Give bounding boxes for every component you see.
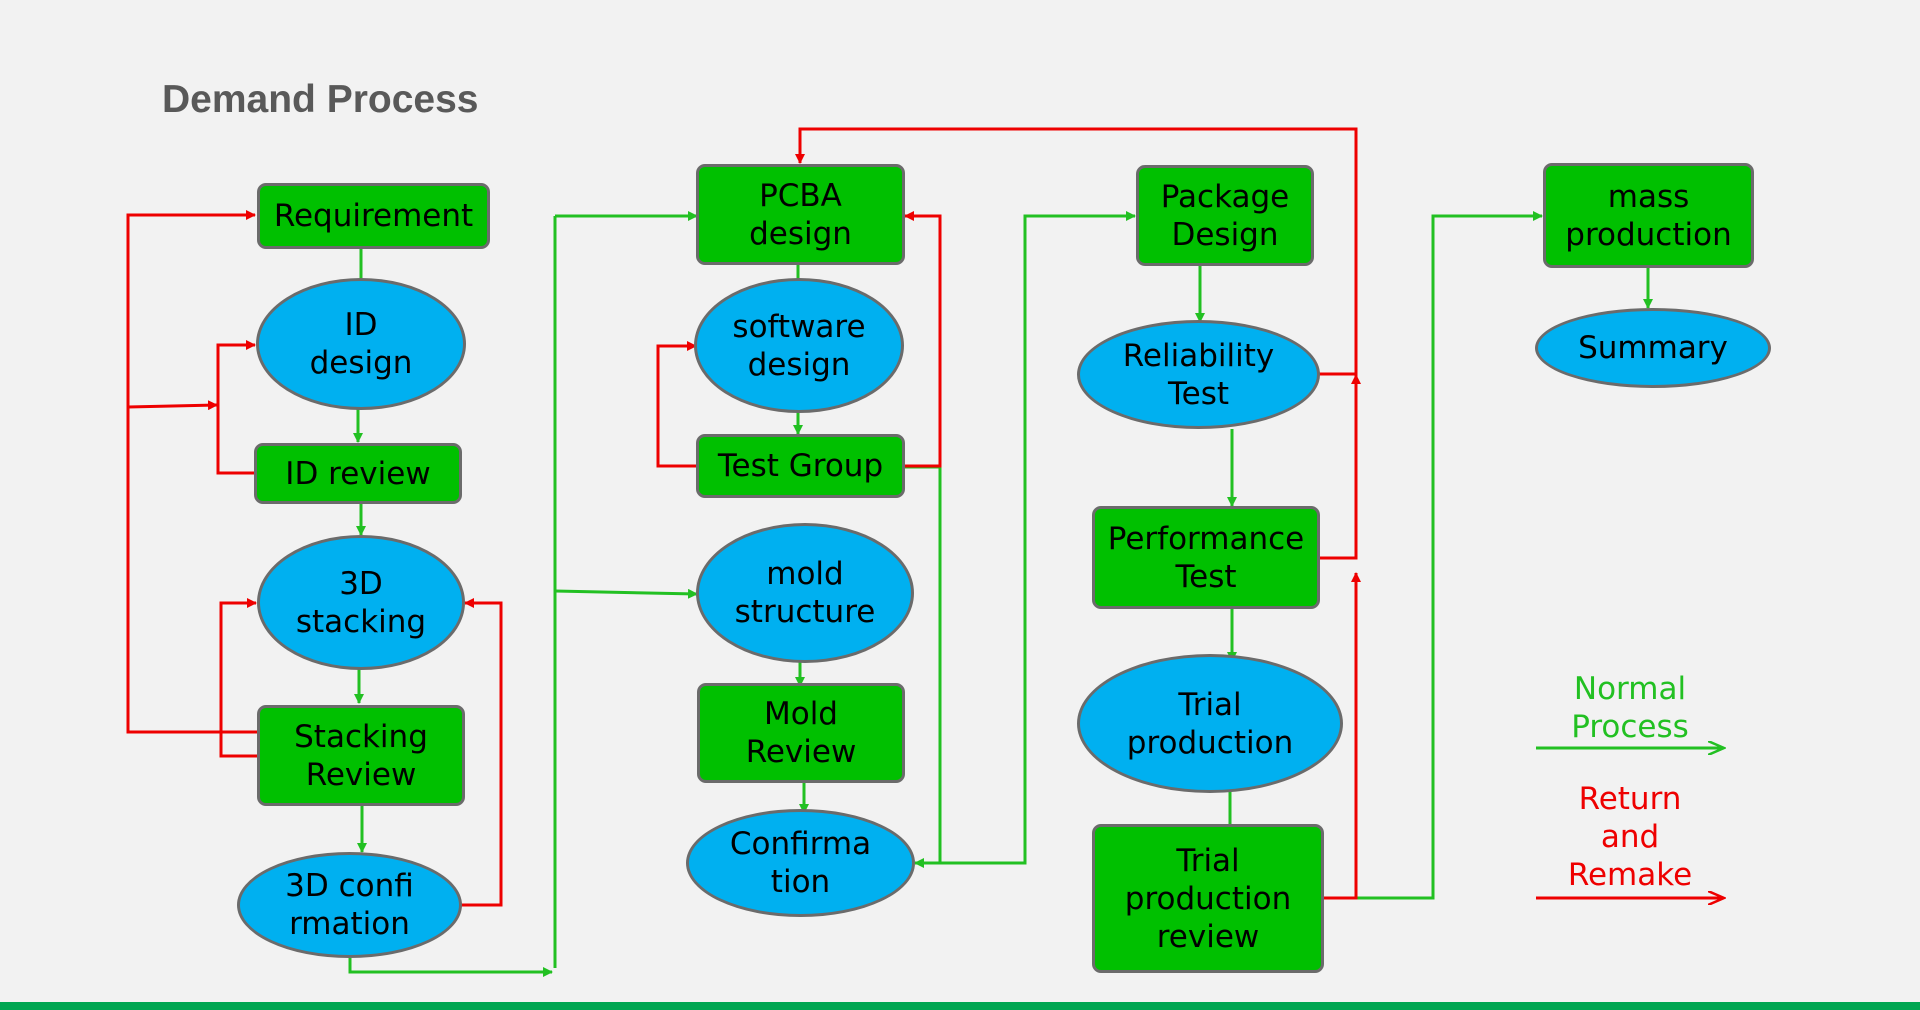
node-label: PCBA design: [749, 177, 852, 252]
node-label: Requirement: [273, 198, 474, 234]
return-arrow: [216, 340, 256, 475]
node-label: 3D confirmation: [285, 868, 414, 942]
legend-normal-label: Normal Process: [1571, 671, 1689, 745]
node-label: Stacking Review: [294, 718, 428, 793]
footer-bar: [0, 1002, 1920, 1010]
return-arrow: [656, 341, 697, 468]
node-performance-test: Performance Test: [1092, 506, 1320, 609]
node-mold-review: Mold Review: [697, 683, 905, 783]
return-arrow: [127, 400, 218, 411]
node-3d-confirmation: 3D confirmation: [237, 852, 462, 958]
node-label: software design: [732, 308, 866, 383]
node-package-design: Package Design: [1136, 165, 1314, 266]
node-label: mass production: [1565, 178, 1732, 253]
node-stacking-review: Stacking Review: [257, 705, 465, 806]
node-test-group: Test Group: [696, 434, 905, 498]
node-label: 3D stacking: [295, 565, 427, 640]
return-arrow: [1320, 374, 1361, 560]
return-arrow: [1322, 572, 1361, 900]
node-id-review: ID review: [254, 443, 462, 504]
page-title: Demand Process: [162, 78, 479, 121]
flow-arrow: [1322, 211, 1543, 900]
node-label: ID design: [309, 307, 413, 381]
return-arrow: [219, 598, 258, 758]
node-label: Package Design: [1160, 178, 1290, 253]
node-requirement: Requirement: [257, 183, 490, 249]
node-confirmation: Confirmation: [686, 809, 915, 917]
return-arrow: [903, 211, 942, 468]
return-arrow: [126, 210, 258, 734]
node-label: Mold Review: [745, 696, 857, 770]
node-label: Reliability Test: [1122, 337, 1275, 412]
flow-arrow: [554, 588, 698, 599]
node-label: Trial production review: [1124, 842, 1292, 955]
return-arrow: [795, 127, 1358, 376]
node-trial-production: Trial production: [1077, 654, 1343, 793]
node-label: Performance Test: [1107, 520, 1305, 595]
node-pcba-design: PCBA design: [696, 164, 905, 265]
node-label: Trial production: [1126, 686, 1294, 761]
flow-arrow: [348, 958, 553, 977]
return-arrow: [460, 598, 503, 907]
node-label: Test Group: [717, 448, 884, 484]
node-3d-stacking: 3D stacking: [257, 535, 465, 670]
flow-arrow: [903, 465, 942, 868]
legend-return-label: Return and Remake: [1567, 781, 1693, 893]
node-label: ID review: [285, 455, 431, 492]
node-label: Summary: [1578, 330, 1728, 366]
node-software-design: software design: [694, 278, 904, 413]
node-label: Confirmation: [729, 826, 872, 900]
node-summary: Summary: [1535, 308, 1771, 388]
node-mass-production: mass production: [1543, 163, 1754, 268]
node-id-design: ID design: [256, 278, 466, 410]
node-reliability-test: Reliability Test: [1077, 320, 1320, 429]
node-label: mold structure: [734, 556, 876, 630]
node-trial-production-review: Trial production review: [1092, 824, 1324, 973]
node-mold-structure: mold structure: [696, 523, 914, 663]
flow-arrow: [915, 211, 1136, 865]
